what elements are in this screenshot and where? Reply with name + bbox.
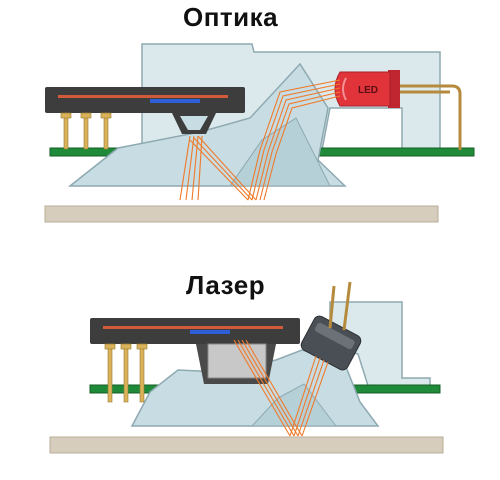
led-icon: LED — [334, 70, 462, 150]
sensor-pins-optical — [60, 112, 112, 150]
optical-title: Оптика — [183, 2, 278, 33]
laser-light-beams — [233, 339, 329, 437]
laser-lens-ridge — [250, 383, 338, 427]
optical-light-beams — [179, 79, 341, 201]
laser-title: Лазер — [186, 270, 265, 301]
laser-mouse-diagram — [49, 281, 444, 454]
sensor-chip-icon — [45, 87, 245, 134]
desk-surface-laser — [49, 436, 444, 454]
sensor-chip-laser-icon — [90, 318, 300, 384]
optical-title-text: Оптика — [183, 2, 279, 32]
laser-title-text: Лазер — [186, 270, 266, 300]
sensor-pins-laser — [104, 343, 148, 403]
optical-mouse-diagram: LED — [44, 43, 475, 223]
led-label: LED — [358, 85, 378, 96]
desk-surface-optical — [44, 205, 439, 223]
